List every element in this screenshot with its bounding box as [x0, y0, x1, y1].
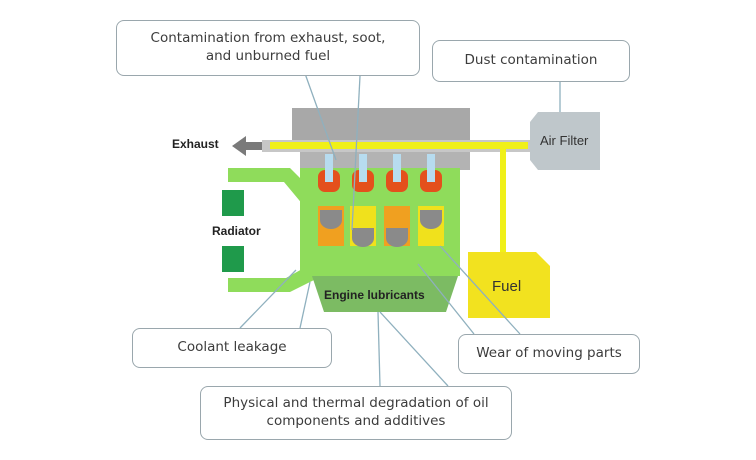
leader-degradation-a — [377, 311, 381, 387]
leader-contamination-b — [351, 75, 361, 231]
valve-2 — [359, 154, 367, 182]
air-filter-box — [530, 112, 600, 170]
valve-4 — [427, 154, 435, 182]
callout-wear: Wear of moving parts — [458, 334, 640, 374]
piston-3 — [386, 228, 408, 247]
piston-1 — [320, 210, 342, 229]
callout-degradation: Physical and thermal degradation of oil … — [200, 386, 512, 440]
callout-contamination: Contamination from exhaust, soot, and un… — [116, 20, 420, 76]
callout-coolant: Coolant leakage — [132, 328, 332, 368]
leader-coolant-b — [299, 281, 311, 329]
piston-4 — [420, 210, 442, 229]
leader-wear-b — [417, 263, 475, 335]
radiator-label: Radiator — [212, 224, 261, 238]
radiator-lower-block — [222, 246, 244, 272]
radiator-hoses — [228, 168, 318, 292]
fuel-tank — [468, 252, 550, 318]
fuel-line — [500, 148, 506, 252]
engine-lubricants-label: Engine lubricants — [324, 288, 425, 302]
exhaust-label: Exhaust — [172, 137, 219, 151]
piston-2 — [352, 228, 374, 247]
leader-wear-a — [439, 245, 521, 335]
oil-pan — [312, 276, 458, 312]
leader-coolant — [239, 269, 297, 329]
air-filter-label: Air Filter — [540, 133, 589, 148]
leader-degradation-b — [379, 311, 449, 387]
valve-3 — [393, 154, 401, 182]
exhaust-pipe-yellow — [270, 142, 528, 149]
valve-1 — [325, 154, 333, 182]
fuel-label: Fuel — [492, 278, 522, 295]
callout-dust: Dust contamination — [432, 40, 630, 82]
radiator-upper-block — [222, 190, 244, 216]
exhaust-arrow-icon — [232, 136, 262, 156]
